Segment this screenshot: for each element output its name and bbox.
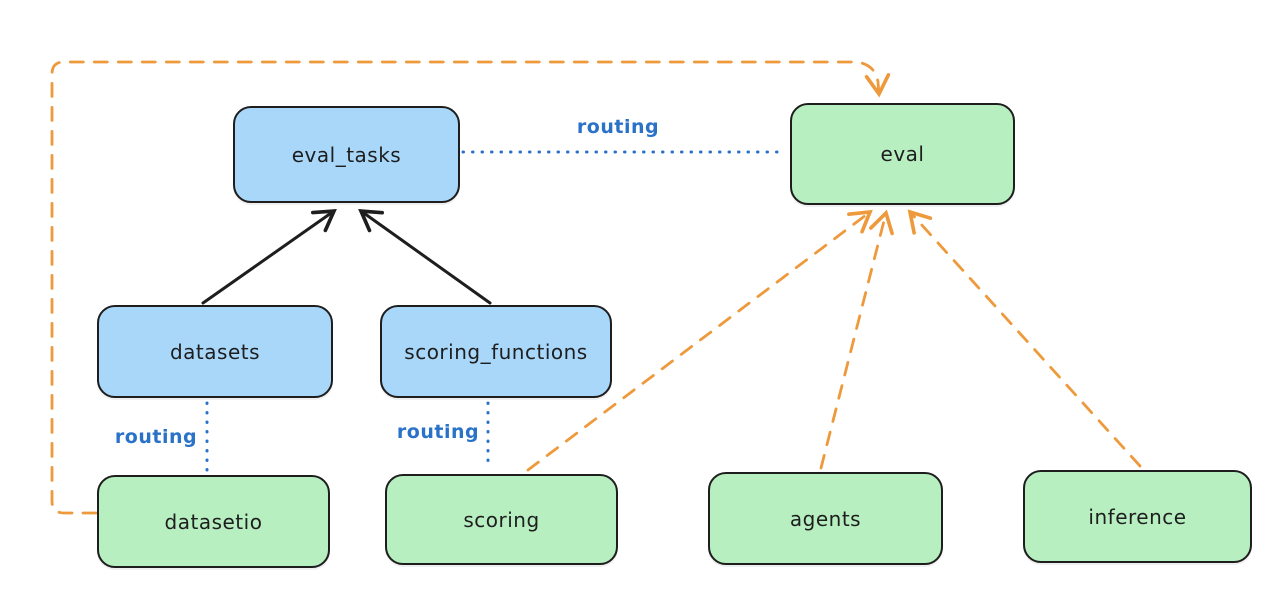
node-datasets: datasets bbox=[97, 305, 333, 398]
node-datasetio: datasetio bbox=[97, 475, 330, 568]
node-agents-label: agents bbox=[789, 506, 862, 531]
edge-inference-eval bbox=[907, 209, 1142, 468]
node-eval-tasks-label: eval_tasks bbox=[291, 142, 402, 167]
edge-datasets-evaltasks bbox=[201, 208, 337, 305]
edge-datasetio-eval-loop bbox=[50, 60, 891, 515]
edge-scoring-eval bbox=[526, 209, 873, 472]
node-inference-label: inference bbox=[1088, 504, 1187, 529]
node-eval-label: eval bbox=[880, 142, 925, 166]
edge-scoringfunctions-evaltasks bbox=[358, 208, 492, 305]
node-scoring: scoring bbox=[385, 474, 618, 565]
node-scoring-functions: scoring_functions bbox=[380, 305, 612, 398]
node-scoring-label: scoring bbox=[463, 507, 540, 532]
node-scoring-functions-label: scoring_functions bbox=[404, 339, 588, 364]
node-datasetio-label: datasetio bbox=[164, 509, 263, 534]
node-agents: agents bbox=[708, 472, 943, 565]
node-eval-tasks: eval_tasks bbox=[233, 106, 460, 203]
edge-label-routing-datasets-datasetio: routing bbox=[114, 426, 198, 448]
edge-agents-eval bbox=[819, 209, 894, 470]
edge-label-routing-evaltasks-eval: routing bbox=[576, 116, 660, 138]
edge-label-routing-scoringfunctions-scoring: routing bbox=[396, 421, 480, 443]
node-eval: eval bbox=[790, 103, 1015, 205]
node-inference: inference bbox=[1023, 470, 1252, 563]
node-datasets-label: datasets bbox=[169, 339, 261, 364]
